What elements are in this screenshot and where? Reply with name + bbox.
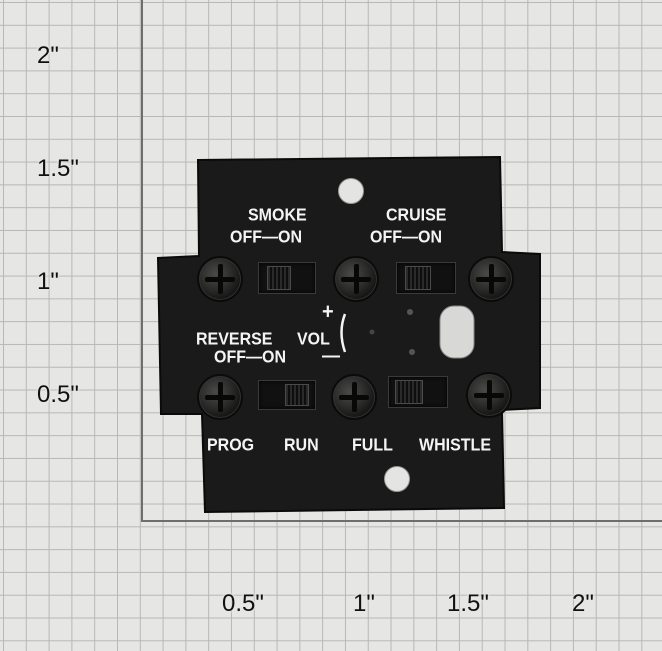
smoke-label: SMOKE xyxy=(248,206,307,226)
x-tick-2: 2" xyxy=(572,590,594,617)
smoke-states-label: OFF—ON xyxy=(230,228,302,248)
x-tick-0-5: 0.5" xyxy=(222,590,264,617)
vol-minus-label: — xyxy=(322,344,340,367)
run-switch[interactable] xyxy=(258,380,316,410)
cruise-switch-slider[interactable] xyxy=(405,266,431,290)
x-tick-1-5: 1.5" xyxy=(447,590,489,617)
reverse-states-label: OFF—ON xyxy=(214,348,286,368)
screw-top-right-icon xyxy=(468,256,514,302)
smoke-switch[interactable] xyxy=(258,262,316,294)
smoke-switch-slider[interactable] xyxy=(267,266,291,290)
whistle-label: WHISTLE xyxy=(419,436,491,456)
y-tick-0-5: 0.5" xyxy=(37,381,79,408)
vol-label: VOL xyxy=(297,330,330,350)
full-label: FULL xyxy=(352,436,393,456)
mounting-hole-bottom xyxy=(384,466,410,492)
cruise-label: CRUISE xyxy=(386,206,447,226)
prog-label: PROG xyxy=(207,436,255,456)
screw-top-middle-icon xyxy=(333,256,379,302)
reverse-label: REVERSE xyxy=(196,330,273,350)
screw-bottom-right-icon xyxy=(466,372,512,418)
mounting-hole-top xyxy=(338,178,364,204)
y-tick-1-5: 1.5" xyxy=(37,155,79,182)
cruise-states-label: OFF—ON xyxy=(370,228,442,248)
vol-plus-label: + xyxy=(322,300,334,325)
cruise-switch[interactable] xyxy=(396,262,456,294)
whistle-switch-slider[interactable] xyxy=(395,380,423,404)
y-tick-2: 2" xyxy=(37,42,59,69)
run-label: RUN xyxy=(284,436,319,456)
y-axis-line xyxy=(141,0,143,522)
run-switch-slider[interactable] xyxy=(285,384,309,406)
x-tick-1: 1" xyxy=(353,590,375,617)
screw-bottom-left-icon xyxy=(197,374,243,420)
whistle-switch[interactable] xyxy=(388,376,448,408)
screw-top-left-icon xyxy=(197,256,243,302)
screw-bottom-middle-icon xyxy=(331,374,377,420)
y-tick-1: 1" xyxy=(37,268,59,295)
window-cutout xyxy=(439,305,475,359)
x-axis-line xyxy=(141,520,662,522)
